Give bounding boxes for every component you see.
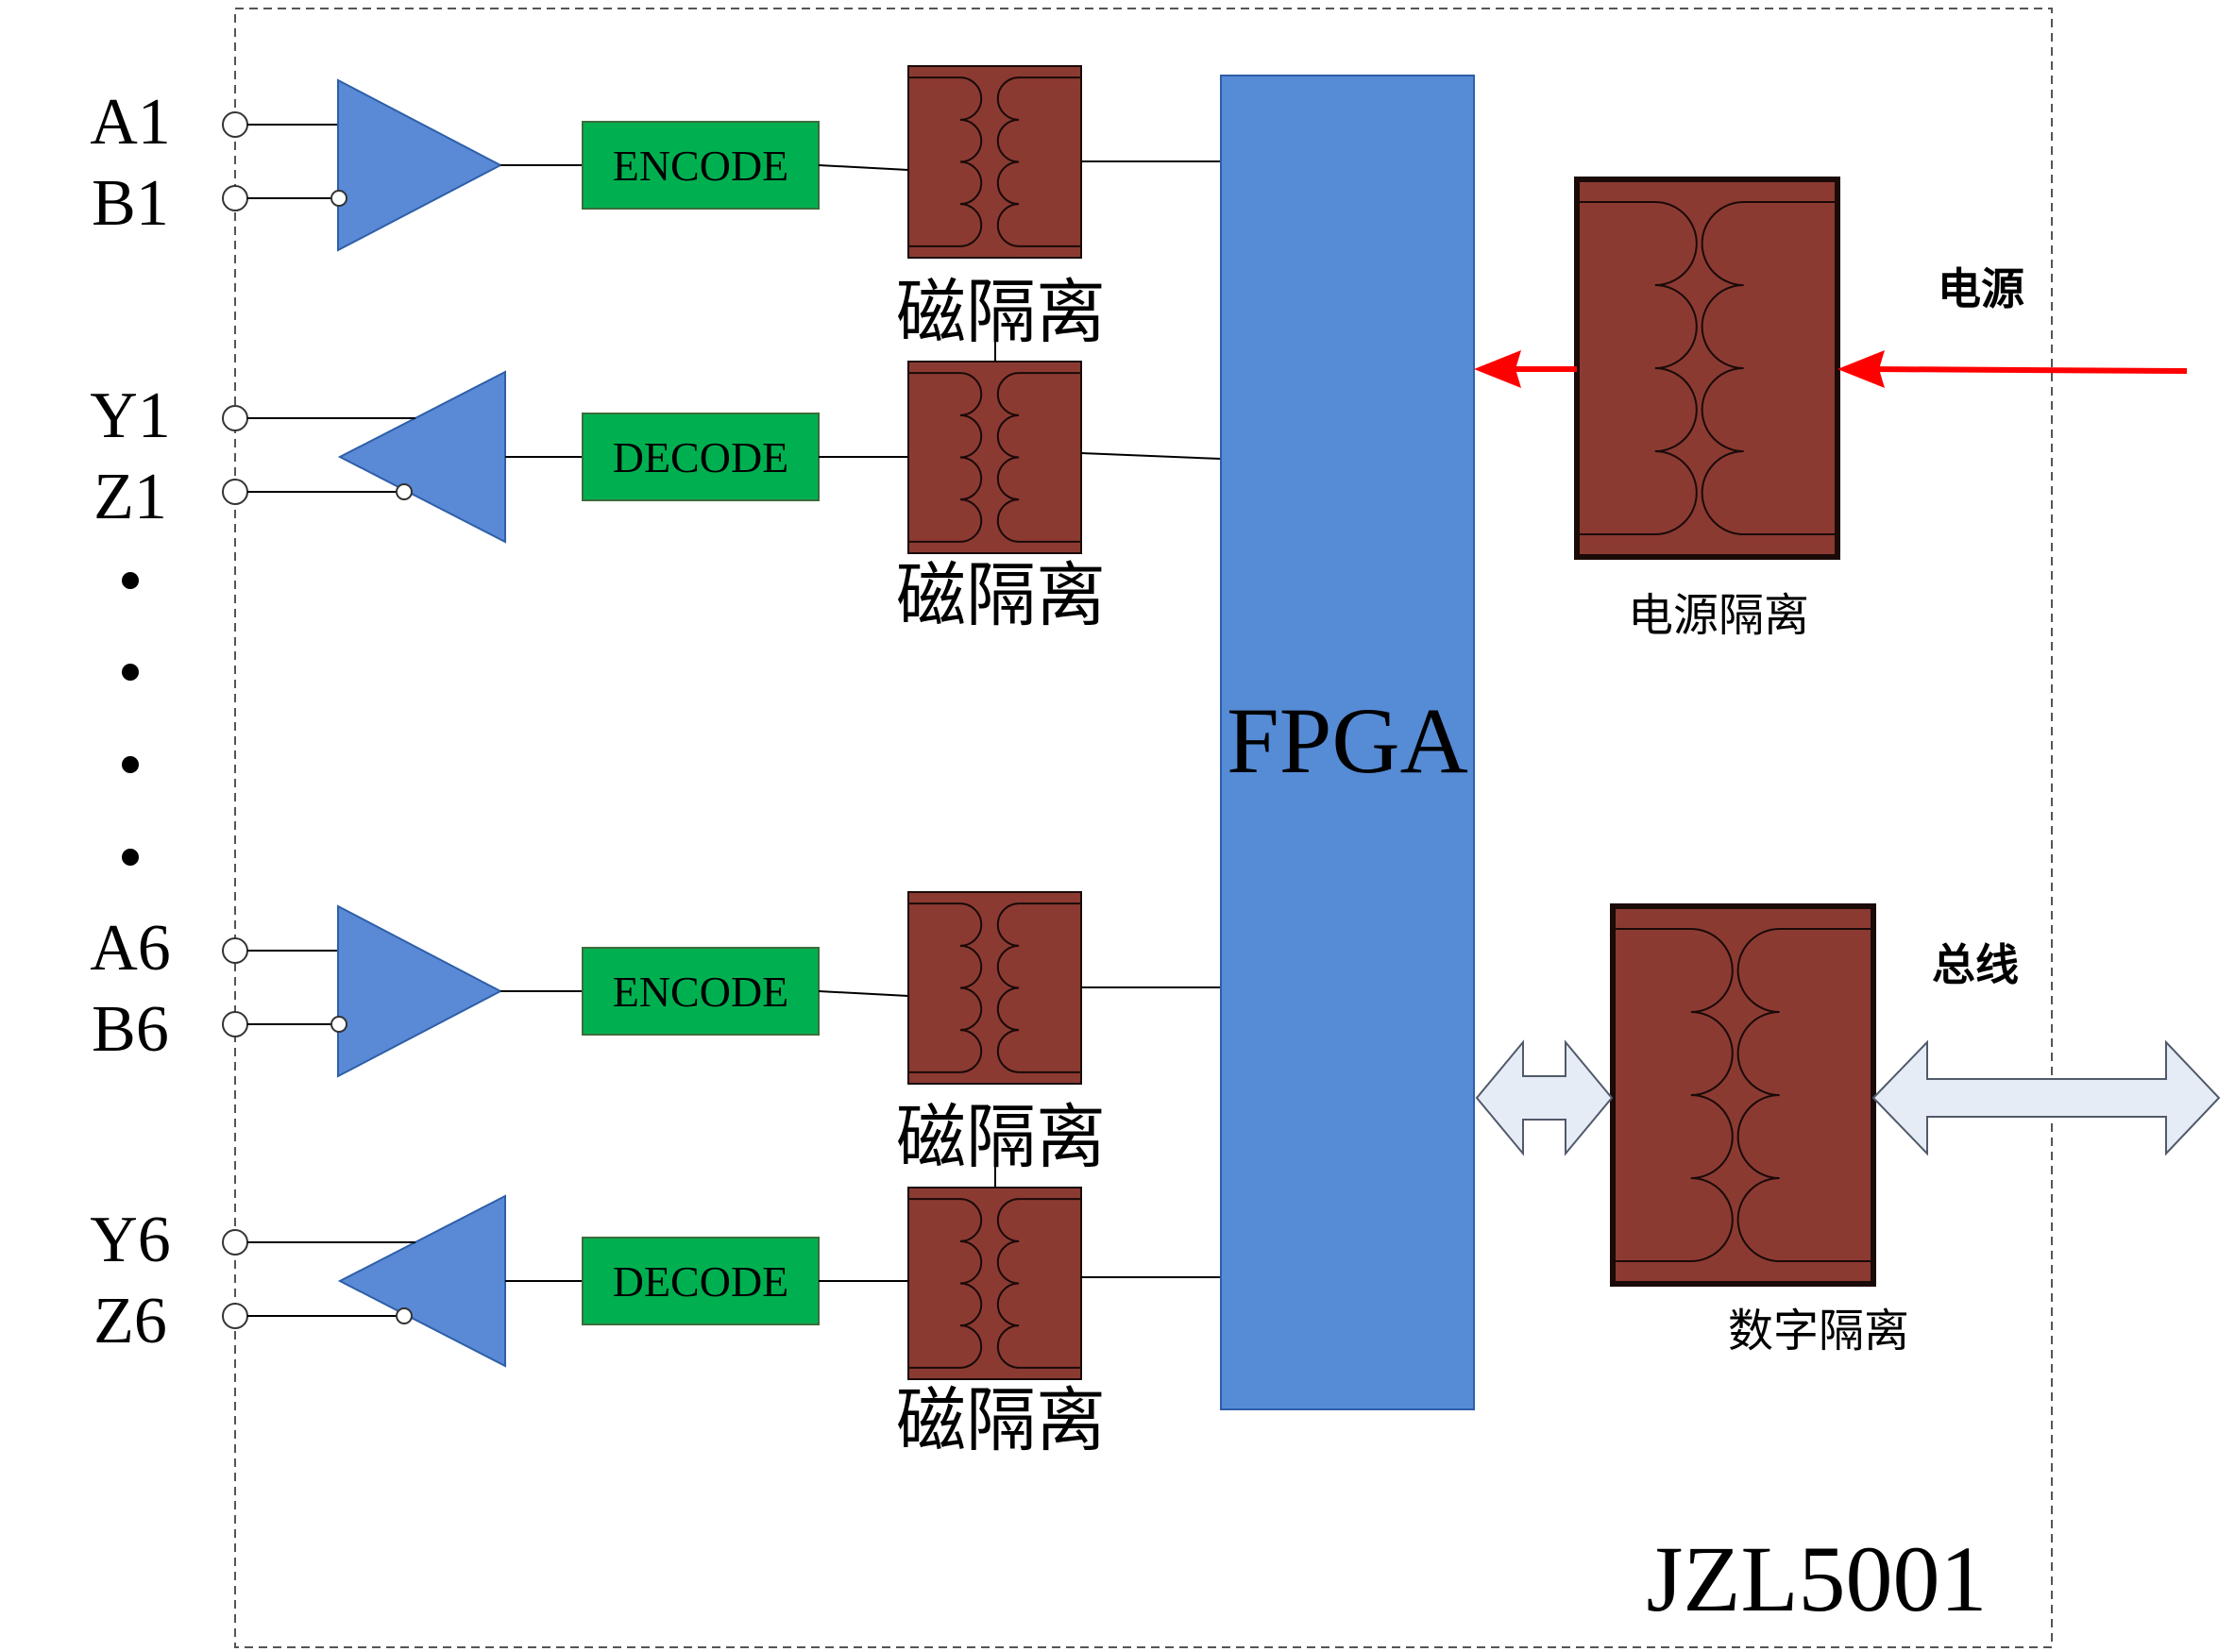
digital-isolator	[1610, 903, 1876, 1287]
inverting-output-icon	[396, 483, 413, 500]
module-border	[234, 8, 2053, 1648]
coil-primary	[908, 372, 983, 543]
digital-isolation-label: 数字隔离	[1728, 1305, 1909, 1357]
fpga-label: FPGA	[1227, 688, 1468, 793]
codec-label: DECODE	[613, 433, 789, 481]
codec-block	[582, 947, 820, 1036]
bidirectional-arrow-icon	[1871, 1039, 2221, 1156]
pin-label: A1	[90, 86, 171, 159]
inverting-input-icon	[330, 1016, 347, 1033]
power-isolation: 电源 电源隔离	[1474, 177, 2188, 642]
coil-secondary	[1736, 928, 1873, 1262]
terminal-icon	[222, 185, 248, 211]
wire	[818, 990, 909, 997]
pin-label: Z6	[93, 1285, 167, 1357]
magnetic-isolator	[907, 891, 1082, 1085]
transformer-body	[907, 1187, 1082, 1380]
pin-label: Z1	[93, 461, 167, 533]
inverting-input-icon	[330, 190, 347, 207]
pin-label: B1	[92, 167, 169, 240]
coil-secondary	[996, 902, 1081, 1073]
pin-label: Y6	[90, 1204, 171, 1276]
model-label: JZL5001	[1646, 1526, 1987, 1631]
pin-label: A6	[90, 912, 171, 985]
pin-label: Y1	[90, 379, 171, 452]
magnetic-isolator	[907, 1187, 1082, 1380]
coil-secondary	[1701, 201, 1837, 535]
pin-label: B6	[92, 993, 169, 1066]
bus-label: 总线	[1932, 939, 2019, 990]
arrow-head-icon	[1474, 350, 1521, 388]
isolation-label: 磁隔离	[896, 1100, 1106, 1177]
coil-secondary	[996, 1198, 1081, 1369]
coil-primary	[1577, 201, 1698, 535]
driver-triangle	[337, 370, 506, 544]
driver-triangle	[337, 1194, 506, 1368]
coil-primary	[908, 76, 983, 247]
magnetic-isolator	[907, 361, 1082, 554]
magnetic-isolator	[907, 65, 1082, 259]
isolation-label: 磁隔离	[896, 558, 1106, 635]
codec-label: ENCODE	[613, 968, 789, 1016]
codec-label: DECODE	[613, 1257, 789, 1306]
power-input-arrow	[1869, 366, 2188, 374]
wire	[818, 164, 909, 171]
coil-primary	[908, 902, 983, 1073]
terminal-icon	[222, 111, 248, 138]
terminal-icon	[222, 1011, 248, 1037]
isolation-label: 磁隔离	[896, 1383, 1106, 1460]
power-transformer	[1574, 177, 1840, 560]
channel-list: A1B1ENCODE磁隔离Y1Z1DECODE磁隔离A6B6ENCODE磁隔离Y…	[90, 65, 1222, 1460]
transformer-body	[1574, 177, 1840, 560]
receiver-triangle	[337, 904, 503, 1078]
bus-isolation: 总线 数字隔离	[1475, 903, 2221, 1357]
power-isolation-label: 电源隔离	[1628, 589, 1809, 642]
terminal-icon	[222, 1229, 248, 1256]
transformer-body	[1610, 903, 1876, 1287]
terminal-icon	[222, 479, 248, 505]
isolation-label: 磁隔离	[896, 275, 1106, 352]
transformer-body	[907, 891, 1082, 1085]
power-input-label: 电源	[1938, 263, 2024, 314]
receiver-triangle	[337, 78, 503, 252]
wire	[1080, 452, 1222, 460]
codec-block	[582, 121, 820, 210]
coil-secondary	[996, 76, 1081, 247]
codec-label: ENCODE	[613, 142, 789, 190]
terminal-icon	[222, 937, 248, 964]
coil-secondary	[996, 372, 1081, 543]
coil-primary	[1613, 928, 1734, 1262]
terminal-icon	[222, 405, 248, 431]
transformer-body	[907, 65, 1082, 259]
inverting-output-icon	[396, 1307, 413, 1324]
bidirectional-arrow-icon	[1475, 1039, 1614, 1156]
arrow-head-icon	[1837, 350, 1885, 388]
coil-primary	[908, 1198, 983, 1369]
fpga-block	[1220, 75, 1475, 1410]
terminal-icon	[222, 1303, 248, 1329]
vertical-dots-icon	[122, 572, 139, 866]
transformer-body	[907, 361, 1082, 554]
